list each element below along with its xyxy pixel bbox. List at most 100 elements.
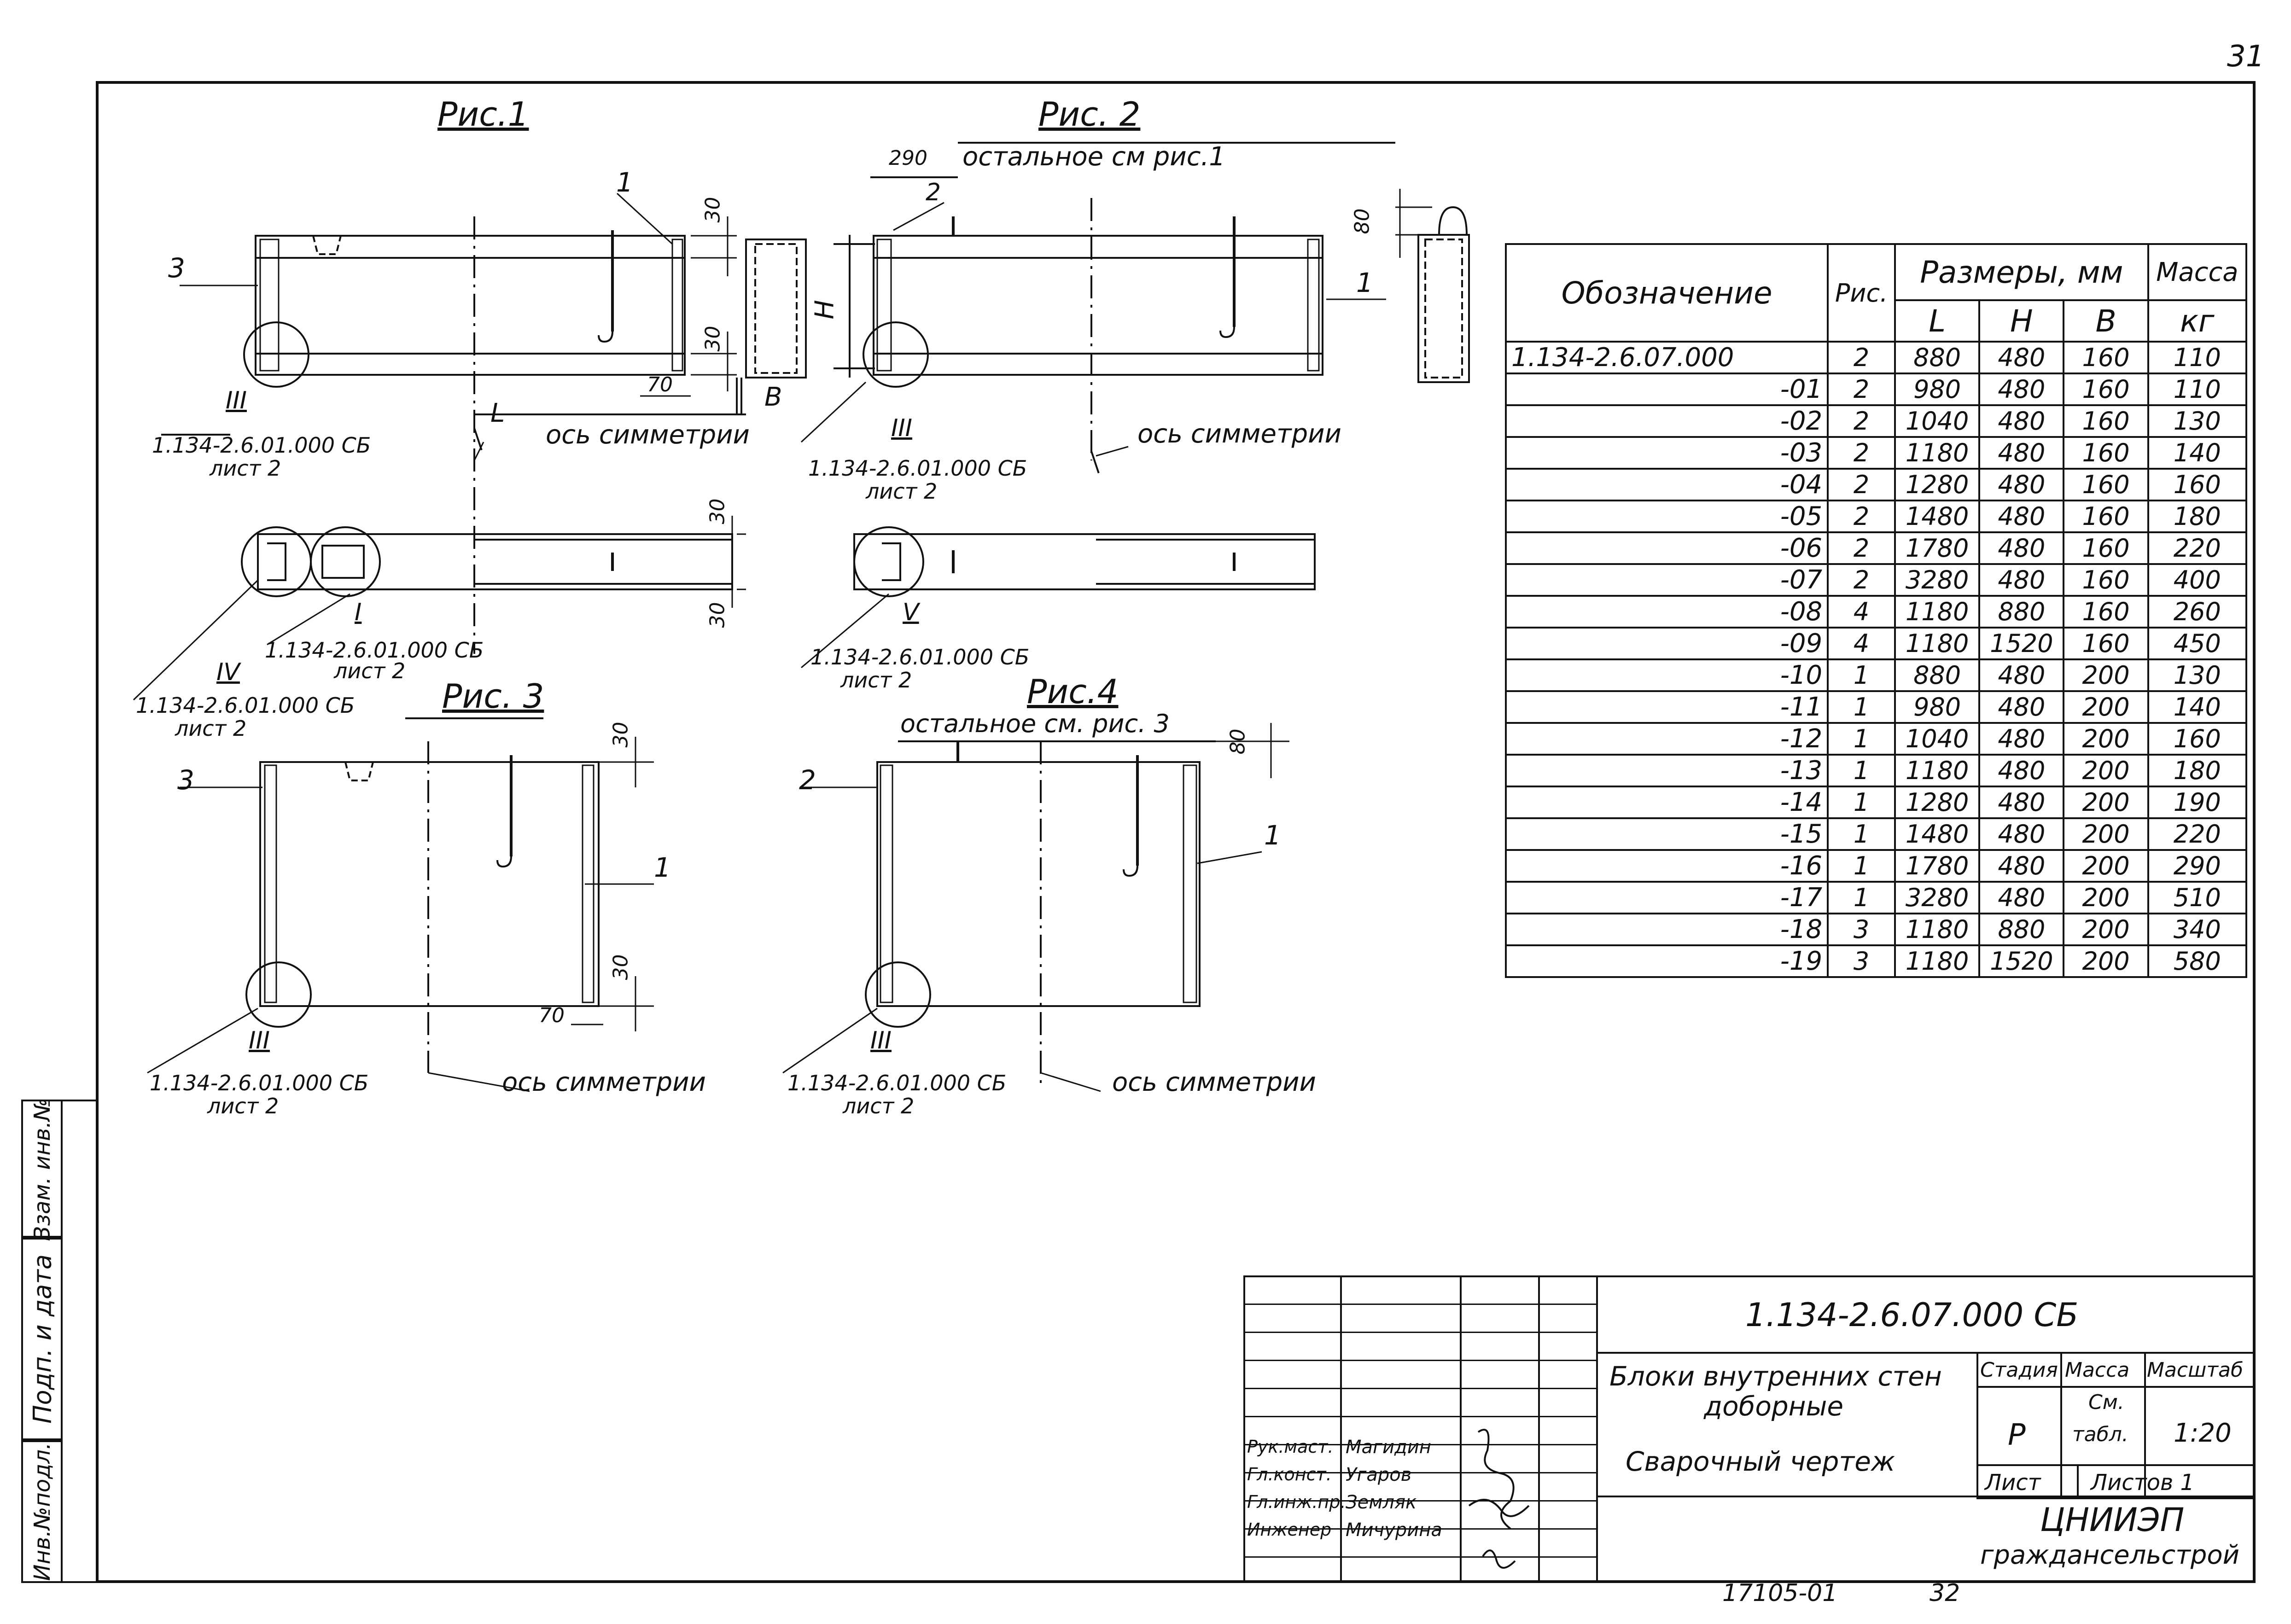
dim-70-a: 70 [647,373,673,396]
grid-col-3 [1538,1275,1540,1583]
cell-B: 160 [2063,627,2149,660]
cell-mass: 130 [2147,658,2248,692]
ref-fig1-sheet: лист 2 [210,456,281,481]
sheet-divider [2077,1464,2079,1499]
ref-iv-mark: IV [216,658,240,686]
cell-B: 200 [2063,913,2149,946]
cell-H: 480 [1978,468,2065,501]
grid-row-line [1243,1304,1598,1305]
stage-label: Стадия [1980,1358,2058,1382]
cell-designation: -05 [1504,500,1829,533]
dim-30-d: 30 [705,602,729,628]
drawing-frame [96,81,2256,1583]
ref-fig1-doc: 1.134-2.6.01.000 СБ [152,433,371,458]
cell-B: 200 [2063,881,2149,914]
cell-B: 200 [2063,690,2149,724]
cell-B: 160 [2063,531,2149,565]
cell-H: 480 [1978,722,2065,756]
cell-mass: 140 [2147,690,2248,724]
cell-L: 1780 [1894,531,1981,565]
cell-designation: -15 [1504,817,1829,851]
cell-H: 480 [1978,690,2065,724]
cell-mass: 130 [2147,404,2248,438]
cell-mass: 220 [2147,817,2248,851]
axis-label-fig1: ось симметрии [546,420,750,450]
cell-L: 1180 [1894,595,1981,629]
cell-mass: 220 [2147,531,2248,565]
ref-iv-doc: 1.134-2.6.01.000 СБ [136,693,355,718]
cell-mass: 450 [2147,627,2248,660]
staff-name: Мичурина [1346,1519,1442,1541]
title-code: 1.134-2.6.07.000 СБ [1745,1296,2079,1334]
grid-col-2 [1460,1275,1462,1583]
cell-mass: 290 [2147,849,2248,883]
cell-designation: -19 [1504,944,1829,978]
fig3-label: Рис. 3 [442,677,544,716]
cell-designation: -10 [1504,658,1829,692]
dim-B: B [764,382,782,412]
cell-fig: 3 [1827,944,1896,978]
dim-80-a: 80 [1350,208,1374,234]
cell-mass: 160 [2147,722,2248,756]
col-kg: кг [2147,299,2248,343]
cell-designation: -14 [1504,786,1829,819]
cell-designation: -13 [1504,754,1829,787]
cell-fig: 1 [1827,658,1896,692]
title-name-3: Сварочный чертеж [1626,1446,1895,1477]
col-sizes: Размеры, мм [1894,243,2149,301]
cell-L: 3280 [1894,881,1981,914]
staff-role: Инженер [1247,1519,1332,1540]
cell-L: 1180 [1894,754,1981,787]
dim-30-e: 30 [609,722,633,748]
org-line-2: граждансельстрой [1980,1540,2240,1570]
cell-fig: 4 [1827,595,1896,629]
cell-H: 480 [1978,563,2065,597]
col-B: B [2063,299,2149,343]
cell-fig: 1 [1827,754,1896,787]
sheet-box [1976,1464,2256,1499]
cell-fig: 1 [1827,881,1896,914]
dim-30-b: 30 [701,326,725,352]
sheets-label: Листов 1 [2091,1470,2195,1496]
cell-B: 160 [2063,500,2149,533]
stage-value: Р [2008,1418,2026,1452]
cell-fig: 2 [1827,563,1896,597]
cell-fig: 1 [1827,786,1896,819]
col-designation: Обозначение [1504,243,1829,343]
grid-row-line [1243,1444,1598,1445]
scale-label: Масштаб [2147,1358,2244,1382]
fig2-drawing [834,143,1469,479]
scale-value: 1:20 [2174,1418,2232,1448]
col-L: L [1894,299,1981,343]
ref-i-mark: I [355,599,362,626]
cell-fig: 2 [1827,436,1896,470]
cell-fig: 2 [1827,500,1896,533]
cell-mass: 110 [2147,373,2248,406]
pos-2-fig2: 2 [926,179,941,206]
cell-H: 1520 [1978,627,2065,660]
cell-mass: 510 [2147,881,2248,914]
grid-row-line [1243,1528,1598,1530]
cell-B: 200 [2063,849,2149,883]
cell-B: 160 [2063,341,2149,374]
cell-fig: 4 [1827,627,1896,660]
grid-row-line [1243,1360,1598,1361]
grid-row-line [1243,1556,1598,1558]
ref-fig4-sheet: лист 2 [843,1094,915,1118]
signatures [1468,1429,1530,1569]
cell-L: 3280 [1894,563,1981,597]
cell-H: 480 [1978,658,2065,692]
cell-fig: 1 [1827,849,1896,883]
ref-i-sheet: лист 2 [334,658,406,683]
pos-1-fig2: 1 [1356,267,1373,298]
cell-designation: -09 [1504,627,1829,660]
leader-lines [134,193,1386,1091]
cell-H: 480 [1978,531,2065,565]
ref-iv-sheet: лист 2 [175,716,247,741]
cell-B: 200 [2063,786,2149,819]
staff-name: Угаров [1346,1464,1412,1485]
